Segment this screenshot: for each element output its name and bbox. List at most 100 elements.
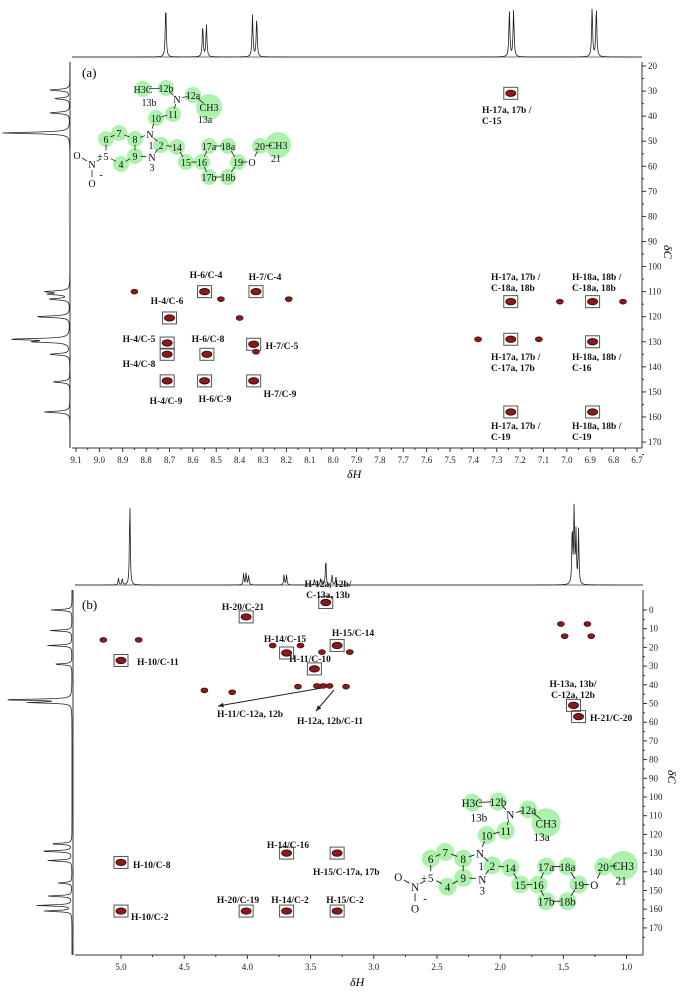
atom-label: 13b [470,813,487,825]
atom-label: 13a [198,115,213,126]
x-tick-label: 7.8 [374,455,386,465]
peak-annotation: C-18a, 18b [572,284,616,294]
bond-line [203,166,208,173]
atom-label: 20 [255,142,265,153]
y-tick-label: 70 [649,736,659,746]
peak-annotation: C-17a, 17b [491,364,535,374]
peak-annotation: H-18a, 18b / [572,273,622,283]
highlight-circle [196,94,222,120]
peak-annotation: H-10/C-2 [131,913,169,923]
peak-box [571,710,587,724]
y-tick-label: 160 [649,904,663,914]
peak-annotation: H-17a, 17b / [491,422,541,432]
highlight-circle [201,138,217,154]
peak-annotation: H-7/C-5 [266,342,299,352]
cross-peak [281,849,292,857]
atom-label: 1 [149,141,154,152]
cross-peak [217,296,225,302]
cross-peak [619,298,627,305]
x-tick-label: 8.0 [328,455,340,465]
cross-peak [201,350,213,358]
bond-line [498,865,505,868]
arrow-head [316,705,322,711]
highlight-circle [194,154,210,170]
peak-box [246,374,262,388]
y-tick-label: 60 [648,161,658,171]
atom-label: + [97,152,103,163]
highlight-circle [569,875,588,894]
cross-peak [308,665,320,673]
bond-line [403,879,410,884]
peak-box [279,904,295,918]
y-tick-label: 50 [648,136,658,146]
atom-label: 4 [445,882,451,894]
bond-line [203,151,208,157]
x-tick-label: 8.5 [211,455,223,465]
peak-box [159,374,175,388]
atom-label: 21 [616,875,627,887]
bond-line [153,137,158,142]
y-tick-label: 160 [648,412,662,422]
peak-annotation: H-15/C-14 [332,629,374,639]
cross-peak [281,907,292,915]
y-tick-label: 80 [649,755,659,765]
atom-label: 8 [460,854,466,866]
bond-line [254,151,258,157]
x-tick-label: 8.9 [117,455,129,465]
highlight-circle [438,877,457,896]
cross-peak [560,633,569,639]
bond-line [230,166,236,173]
atom-label: 3 [150,163,155,174]
highlight-circle [127,148,143,164]
highlight-circle [127,131,143,147]
bond-line [533,813,541,820]
highlight-circle [436,843,455,861]
highlight-circle [537,892,556,911]
atom-label: 19 [573,880,585,892]
highlight-circle [98,131,114,147]
cross-peak [235,315,244,321]
arrow-head [218,702,224,708]
bond-line [110,134,115,138]
atom-label: 15 [515,880,527,892]
peak-annotation: H-4/C-8 [123,360,156,370]
cross-peak [474,336,482,343]
peak-annotation: H-14/C-16 [267,841,309,851]
atom-label: 17b [202,173,217,184]
bond-line [570,889,576,896]
peak-box [197,285,213,299]
cross-peak [99,637,108,643]
bond-line [451,853,458,857]
highlight-circle [454,849,473,868]
peak-box [585,335,601,349]
cross-peak [320,598,332,607]
y-tick-label: 0 [649,605,654,615]
bond-line [478,801,492,803]
bond-line [166,145,172,147]
bond-line [96,158,102,162]
highlight-circle [463,793,482,812]
peak-annotation: H-20/C-19 [217,896,259,906]
x-tick-label: 7.1 [538,455,549,465]
bond-line [161,114,168,118]
y-tick-label: 30 [649,661,659,671]
atom-label: 11 [500,826,511,838]
atom-label: 12b [490,797,507,809]
y-tick-label: 70 [648,186,658,196]
atom-label: 13a [534,832,550,844]
peak-box [159,336,175,350]
peak-annotation: H-15/C-17a, 17b [313,868,380,878]
peak-box [329,904,345,918]
peak-box [503,86,519,100]
atom-label: 9 [460,873,466,885]
atom-label: 13b [142,98,157,109]
atom-label: 16 [533,880,545,892]
x-tick-label: 2.0 [495,962,507,972]
cross-peak [284,296,293,302]
y-tick-label: 20 [649,642,659,652]
y-tick-label: 120 [649,829,663,839]
x-tick-label: 8.3 [257,455,269,465]
peak-annotation: H-14/C-15 [264,635,306,645]
